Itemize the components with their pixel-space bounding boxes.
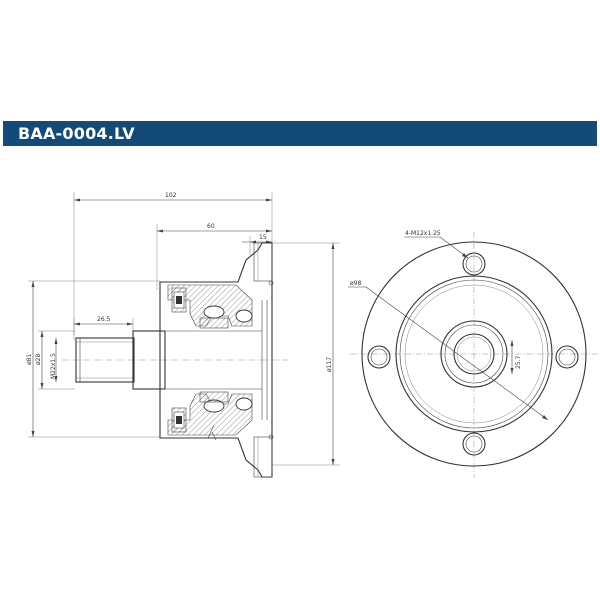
dim-60-label: 60 — [207, 223, 215, 230]
dim-flange-to-hub: 60 — [156, 223, 272, 290]
bolt-hole-right — [555, 345, 579, 369]
dim-bore-label: 25.7 — [515, 355, 522, 369]
dim-15-label: 15 — [259, 234, 267, 241]
dim-thread-label: M22x1.5 — [50, 353, 57, 379]
title-bar: BAA-0004.LV — [3, 121, 597, 146]
part-number-title: BAA-0004.LV — [18, 124, 135, 143]
dim-pcd-label: ø98 — [350, 280, 361, 287]
bearing-lower — [167, 391, 253, 436]
dim-102-label: 102 — [165, 192, 177, 199]
dim-117-label: ø117 — [326, 357, 333, 372]
dim-overall-length: 102 — [73, 192, 273, 340]
bearing-upper — [167, 284, 253, 329]
stub-shaft — [75, 330, 166, 390]
bore-outer — [440, 320, 508, 388]
dim-flange-diameter: ø117 — [272, 242, 340, 466]
bolt-hole-bottom — [462, 432, 486, 456]
bolt-hole-left — [367, 345, 391, 369]
dim-26-5-label: 26.5 — [97, 316, 111, 323]
hub-outline — [395, 275, 553, 433]
section-view: 102 60 15 26.5 — [26, 192, 340, 478]
dim-28-label: ø28 — [35, 354, 42, 365]
dim-flange-thickness: 15 — [242, 234, 272, 255]
dim-bore: 25.7 — [510, 340, 522, 374]
hub-body — [159, 242, 273, 478]
dim-stub-length: 26.5 — [73, 316, 134, 335]
dim-left-diameters: ø81 ø28 M22x1.5 — [26, 280, 160, 438]
dim-pcd: ø98 — [348, 280, 549, 421]
dim-bolt-thread: 4-M12x1.25 — [404, 230, 469, 259]
dim-bolt-thread-label: 4-M12x1.25 — [405, 230, 441, 237]
flange-outline — [361, 241, 587, 467]
bolt-hole-top — [462, 252, 486, 276]
front-view: 4-M12x1.25 ø98 25.7 — [348, 230, 598, 478]
dim-81-label: ø81 — [26, 354, 33, 365]
bore-inner — [453, 333, 495, 375]
